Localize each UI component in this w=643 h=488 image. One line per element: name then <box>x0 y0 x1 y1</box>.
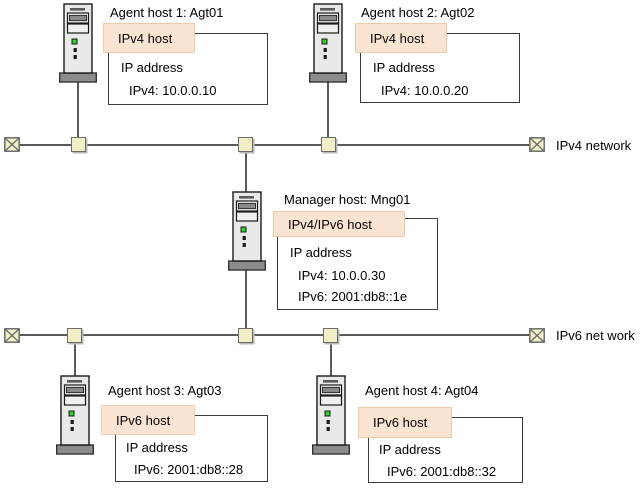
ip-address-line: IPv6: 2001:db8::32 <box>387 464 497 479</box>
network-node-icon <box>67 328 82 343</box>
network-node-icon <box>321 137 336 152</box>
host-type-tag: IPv4 host <box>355 23 447 53</box>
host-title: Agent host 2: Agt02 <box>361 5 475 20</box>
network-endpoint-icon <box>529 328 545 343</box>
ip-address-line: IPv4: 10.0.0.20 <box>381 83 469 98</box>
server-icon <box>312 375 350 456</box>
connection-line-agt01 <box>77 82 79 145</box>
ipv4-network-label: IPv4 network <box>556 138 632 153</box>
network-node-icon <box>238 137 253 152</box>
network-endpoint-icon <box>4 137 20 152</box>
host-title: Manager host: Mng01 <box>284 192 411 207</box>
network-node-icon <box>238 328 253 343</box>
ip-address-heading: IP address <box>379 442 441 457</box>
ip-address-line: IPv4: 10.0.0.10 <box>129 83 217 98</box>
host-title: Agent host 4: Agt04 <box>365 383 479 398</box>
network-node-icon <box>323 328 338 343</box>
connection-line-agt03 <box>74 335 76 379</box>
ip-address-heading: IP address <box>121 60 183 75</box>
ipv6-network-line <box>12 334 536 336</box>
ip-address-heading: IP address <box>373 60 435 75</box>
connection-line-agt02 <box>327 82 329 145</box>
server-icon <box>59 3 97 84</box>
host-type-tag: IPv4/IPv6 host <box>273 211 405 237</box>
network-endpoint-icon <box>529 137 545 152</box>
host-type-tag: IPv6 host <box>358 407 452 438</box>
connection-line-agt04 <box>330 335 332 379</box>
ip-address-line: IPv6: 2001:db8::28 <box>134 462 244 477</box>
ip-address-heading: IP address <box>126 440 188 455</box>
network-endpoint-icon <box>4 328 20 343</box>
ip-address-line: IPv6: 2001:db8::1e <box>298 289 408 304</box>
connection-line-mng01-ipv6 <box>245 267 247 336</box>
ipv4-network-line <box>12 144 536 146</box>
ip-address-line: IPv4: 10.0.0.30 <box>298 268 386 283</box>
connection-line-mng01-ipv4 <box>245 145 247 195</box>
ip-address-heading: IP address <box>290 245 352 260</box>
network-node-icon <box>71 137 86 152</box>
host-type-tag: IPv4 host <box>103 23 195 53</box>
server-icon <box>309 3 347 84</box>
server-icon <box>228 191 266 272</box>
server-icon <box>56 375 94 456</box>
host-title: Agent host 1: Agt01 <box>110 5 224 20</box>
host-type-tag: IPv6 host <box>101 405 195 435</box>
host-title: Agent host 3: Agt03 <box>108 383 222 398</box>
ipv6-network-label: IPv6 net work <box>556 328 635 343</box>
